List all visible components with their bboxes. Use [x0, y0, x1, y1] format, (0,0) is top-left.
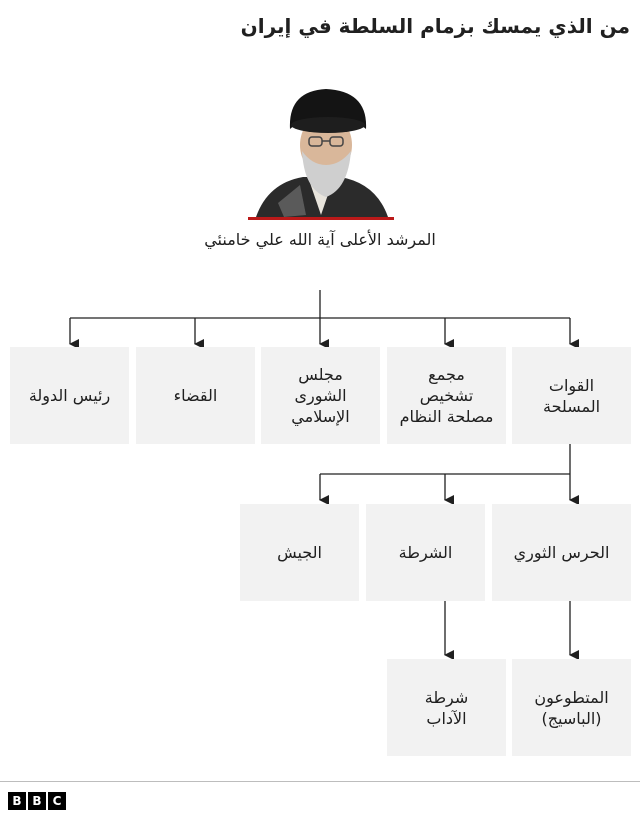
node-army-line-1: الجيش: [277, 543, 322, 562]
node-president: رئيس الدولة: [10, 347, 129, 444]
bbc-logo-letter-1: B: [8, 792, 26, 810]
node-basij-line-2: (الباسيج): [541, 708, 602, 728]
leader-portrait: [248, 85, 394, 220]
leader-name: المرشد الأعلى آية الله علي خامنئي: [204, 230, 436, 249]
footer-divider: [0, 781, 640, 782]
node-armed-forces-line-1: القوات: [548, 375, 595, 395]
node-parliament-line-2: الشورى: [294, 386, 347, 405]
node-parliament-line-1: مجلس: [298, 365, 343, 384]
node-armed-forces-line-2: المسلحة: [542, 396, 601, 416]
node-parliament: مجلس الشورى الإسلامي: [261, 347, 380, 444]
node-expediency-council-line-3: مصلحة النظام: [399, 407, 494, 426]
node-revolutionary-guard-line-1: الحرس الثوري: [513, 543, 610, 562]
node-president-line-1: رئيس الدولة: [28, 386, 111, 405]
node-judiciary-line-1: القضاء: [173, 386, 218, 405]
node-basij: المتطوعون(الباسيج): [512, 659, 631, 756]
node-morality-police-line-1: شرطة: [424, 687, 469, 707]
bbc-logo: B B C: [8, 792, 66, 810]
node-army: الجيش: [240, 504, 359, 601]
chart-title: من الذي يمسك بزمام السلطة في إيران: [240, 14, 630, 38]
node-police-line-1: الشرطة: [398, 543, 453, 562]
node-parliament-line-3: الإسلامي: [291, 407, 350, 426]
bbc-logo-letter-3: C: [48, 792, 66, 810]
node-expediency-council-line-1: مجمع: [428, 365, 465, 384]
node-expediency-council-line-2: تشخيص: [419, 386, 474, 405]
node-revolutionary-guard: الحرس الثوري: [492, 504, 631, 601]
node-judiciary: القضاء: [136, 347, 255, 444]
node-morality-police-line-2: الآداب: [426, 708, 467, 728]
node-basij-line-1: المتطوعون: [534, 687, 609, 707]
node-police: الشرطة: [366, 504, 485, 601]
bbc-logo-letter-2: B: [28, 792, 46, 810]
node-expediency-council: مجمع تشخيص مصلحة النظام: [387, 347, 506, 444]
